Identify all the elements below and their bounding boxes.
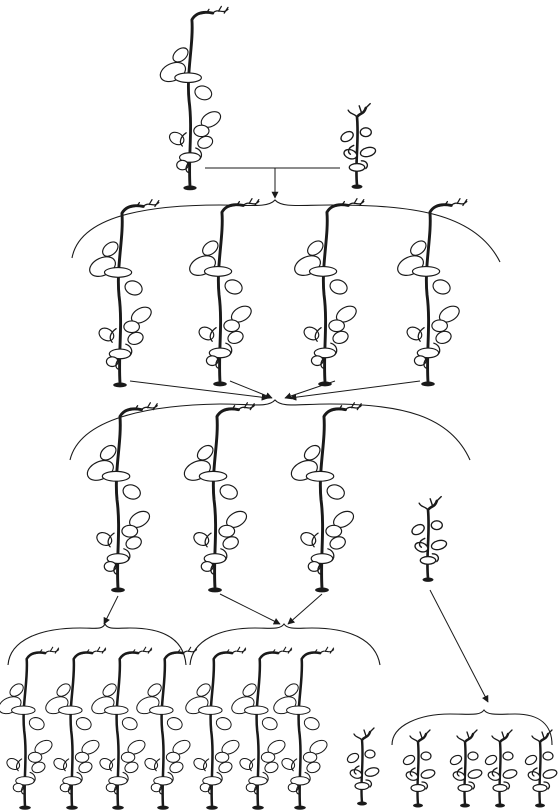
f3-tall-plant-7 — [269, 645, 335, 812]
f3-dwarf-plant-5 — [522, 728, 558, 809]
f3-tall-plant-3 — [87, 645, 153, 812]
f1-tall-plant-4 — [393, 197, 469, 388]
f3-brace-middle — [189, 623, 381, 666]
dwarf-parent-plant — [337, 102, 378, 191]
f1-arrow-1 — [129, 380, 269, 401]
f1-tall-plant-2 — [185, 197, 261, 388]
f3-brace-left — [7, 622, 187, 666]
f3-tall-plant-4 — [132, 645, 198, 812]
f1-brace — [71, 199, 501, 263]
f2-brace — [69, 399, 471, 461]
f1-tall-plant-3 — [290, 197, 366, 388]
f3-tall-plant-2 — [41, 645, 107, 812]
f3-tall-plant-6 — [227, 645, 293, 812]
f3-dwarf-plant-4 — [482, 728, 519, 809]
f2-arrow-2 — [219, 593, 281, 625]
f3-tall-plant-1 — [0, 645, 60, 812]
f1-generation — [71, 197, 501, 401]
f3-generation — [0, 622, 558, 812]
tall-parent-plant — [155, 5, 230, 192]
f3-dwarf-plant-1 — [344, 726, 381, 807]
parent-generation — [155, 5, 378, 199]
f1-tall-plant-1 — [85, 198, 161, 389]
f2-arrow-1 — [103, 595, 119, 625]
f3-dwarf-plant-3 — [447, 728, 484, 809]
f2-arrow-3 — [287, 593, 323, 625]
f3-tall-plant-5 — [181, 645, 247, 812]
f2-tall-plant-3 — [286, 401, 363, 594]
f2-tall-plant-1 — [82, 401, 159, 594]
f2-dwarf-plant — [408, 495, 449, 584]
f2-tall-plant-2 — [179, 401, 256, 594]
f1-arrow-2 — [229, 380, 273, 399]
f3-dwarf-plant-2 — [400, 728, 437, 809]
f3-brace-right — [391, 709, 553, 746]
f2-generation — [69, 399, 489, 703]
f2-arrow-4 — [429, 589, 489, 703]
f1-arrow-4 — [289, 380, 421, 401]
